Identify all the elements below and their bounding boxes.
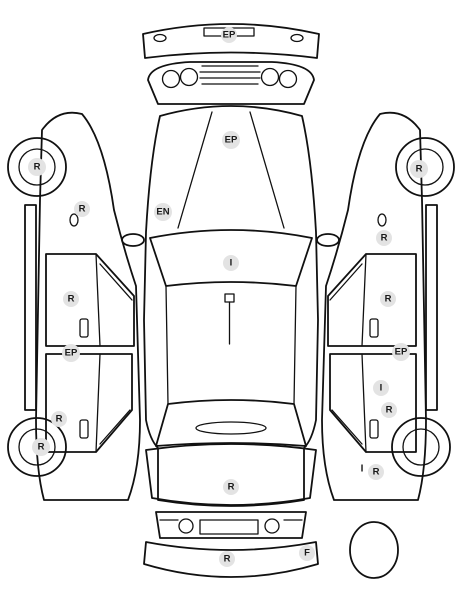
svg-text:R: R bbox=[34, 162, 41, 173]
car-body-top[interactable] bbox=[121, 105, 340, 507]
marker-left-mirror[interactable]: R bbox=[74, 201, 90, 217]
rear-lights[interactable] bbox=[155, 511, 307, 539]
svg-text:EP: EP bbox=[65, 348, 78, 359]
marker-left-front-door[interactable]: R bbox=[63, 291, 79, 307]
svg-text:I: I bbox=[361, 464, 364, 475]
marker-front-bumper[interactable]: EP bbox=[221, 27, 237, 43]
svg-text:I: I bbox=[380, 383, 383, 394]
marker-left-rear-wheel[interactable]: R bbox=[32, 438, 50, 456]
svg-text:F: F bbox=[304, 548, 310, 559]
marker-roof[interactable]: I bbox=[223, 255, 239, 271]
marker-right-rear-wheel-i[interactable]: I bbox=[361, 464, 364, 475]
svg-text:R: R bbox=[56, 414, 63, 425]
svg-text:R: R bbox=[38, 442, 45, 453]
svg-text:EN: EN bbox=[156, 207, 169, 218]
marker-engine[interactable]: EN bbox=[154, 203, 172, 221]
left-side-body[interactable] bbox=[7, 111, 141, 501]
svg-text:R: R bbox=[224, 554, 231, 565]
svg-text:EP: EP bbox=[395, 347, 408, 358]
spare-wheel[interactable] bbox=[349, 521, 399, 579]
marker-rear-bumper-right[interactable]: F bbox=[299, 545, 315, 561]
svg-text:R: R bbox=[381, 233, 388, 244]
marker-right-rear-wheel-r[interactable]: R bbox=[368, 464, 384, 480]
svg-text:R: R bbox=[386, 405, 393, 416]
marker-right-rear-door-r[interactable]: R bbox=[381, 402, 397, 418]
svg-text:EP: EP bbox=[223, 30, 236, 41]
svg-text:R: R bbox=[79, 204, 86, 215]
front-grille[interactable] bbox=[147, 61, 315, 105]
right-side-body[interactable] bbox=[321, 111, 455, 501]
marker-left-front-wheel[interactable]: R bbox=[28, 158, 46, 176]
svg-text:R: R bbox=[68, 294, 75, 305]
svg-text:R: R bbox=[416, 164, 423, 175]
marker-right-mirror[interactable]: R bbox=[376, 230, 392, 246]
marker-right-rear-door-i[interactable]: I bbox=[373, 380, 389, 396]
front-bumper[interactable] bbox=[142, 23, 320, 59]
svg-text:R: R bbox=[373, 467, 380, 478]
svg-text:R: R bbox=[385, 294, 392, 305]
marker-left-pillar[interactable]: EP bbox=[62, 344, 80, 362]
marker-rear-bumper[interactable]: R bbox=[219, 551, 235, 567]
svg-text:I: I bbox=[230, 258, 233, 269]
svg-text:R: R bbox=[228, 482, 235, 493]
marker-hood[interactable]: EP bbox=[222, 131, 240, 149]
marker-left-rear-door[interactable]: R bbox=[51, 411, 67, 427]
svg-text:EP: EP bbox=[225, 135, 238, 146]
marker-trunk[interactable]: R bbox=[223, 479, 239, 495]
marker-right-pillar[interactable]: EP bbox=[392, 343, 410, 361]
rear-bumper[interactable] bbox=[143, 541, 319, 578]
marker-right-front-door[interactable]: R bbox=[380, 291, 396, 307]
marker-right-front-wheel[interactable]: R bbox=[410, 160, 428, 178]
